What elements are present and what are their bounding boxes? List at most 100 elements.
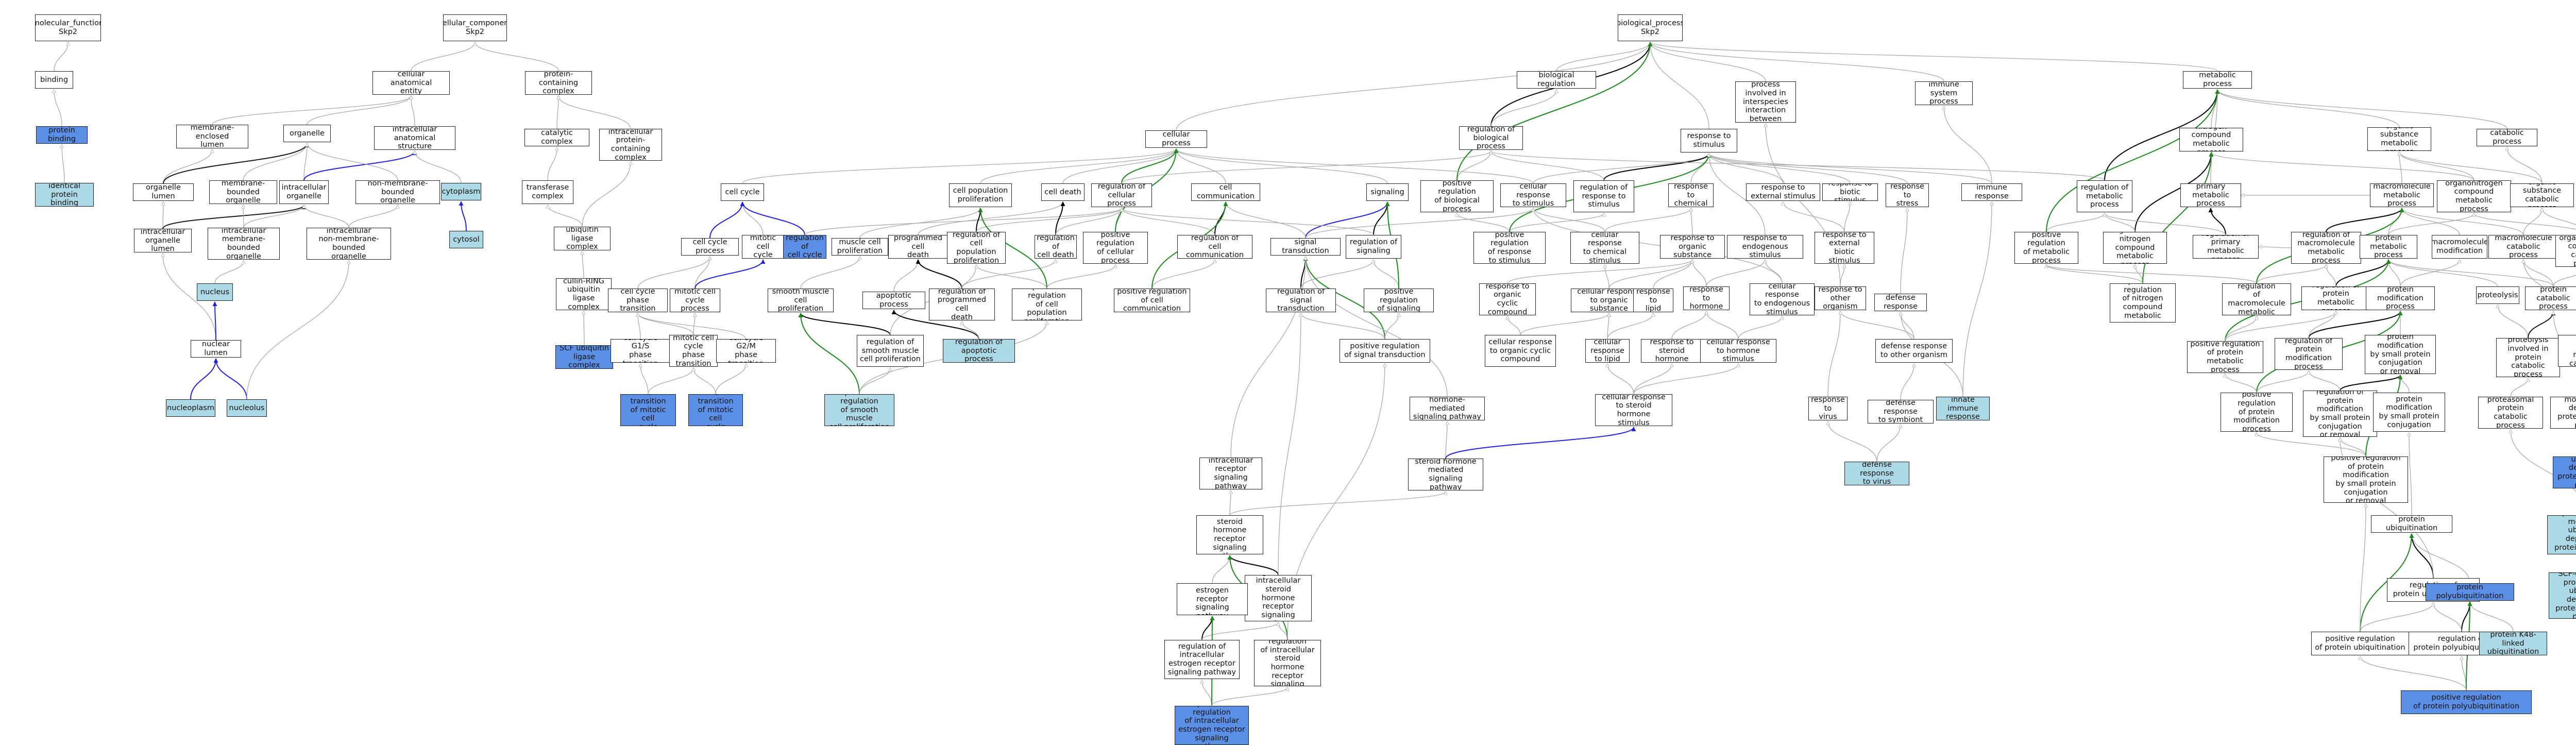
term-node-cp[interactable]: cellular process <box>1145 130 1207 148</box>
term-node-defr[interactable]: defense response <box>1874 294 1927 311</box>
term-node-nl[interactable]: nuclear lumen <box>191 340 241 358</box>
term-node-ccom[interactable]: cell communication <box>1191 183 1260 201</box>
term-node-nucleus[interactable]: nucleus <box>197 283 233 301</box>
term-node-catp[interactable]: catabolic process <box>2477 129 2537 146</box>
term-node-udpcp[interactable]: ubiquitin-dependentprotein catabolicproc… <box>2553 456 2576 488</box>
term-node-aproc[interactable]: apoptotic process <box>862 292 925 309</box>
term-node-ccp[interactable]: cell cycle process <box>681 238 739 256</box>
term-node-ol[interactable]: organelle lumen <box>133 183 194 201</box>
term-node-ppolyu[interactable]: protein polyubiquitination <box>2426 583 2514 601</box>
term-node-pmudpcp[interactable]: proteasome-mediatedubiquitin-dependentpr… <box>2547 515 2576 554</box>
term-node-cyto[interactable]: cytoplasm <box>441 183 481 200</box>
term-node-org[interactable]: organelle <box>283 125 331 142</box>
term-node-pubiq[interactable]: protein ubiquitination <box>2371 515 2452 533</box>
term-node-catc[interactable]: catalytic complex <box>524 129 589 146</box>
term-node-ccyc[interactable]: cell cycle <box>721 183 764 201</box>
term-node-nucleolus[interactable]: nucleolus <box>227 399 267 417</box>
term-node-cc[interactable]: cellular_componentSkp2 <box>443 14 507 41</box>
term-node-cd[interactable]: cell death <box>1041 183 1084 201</box>
